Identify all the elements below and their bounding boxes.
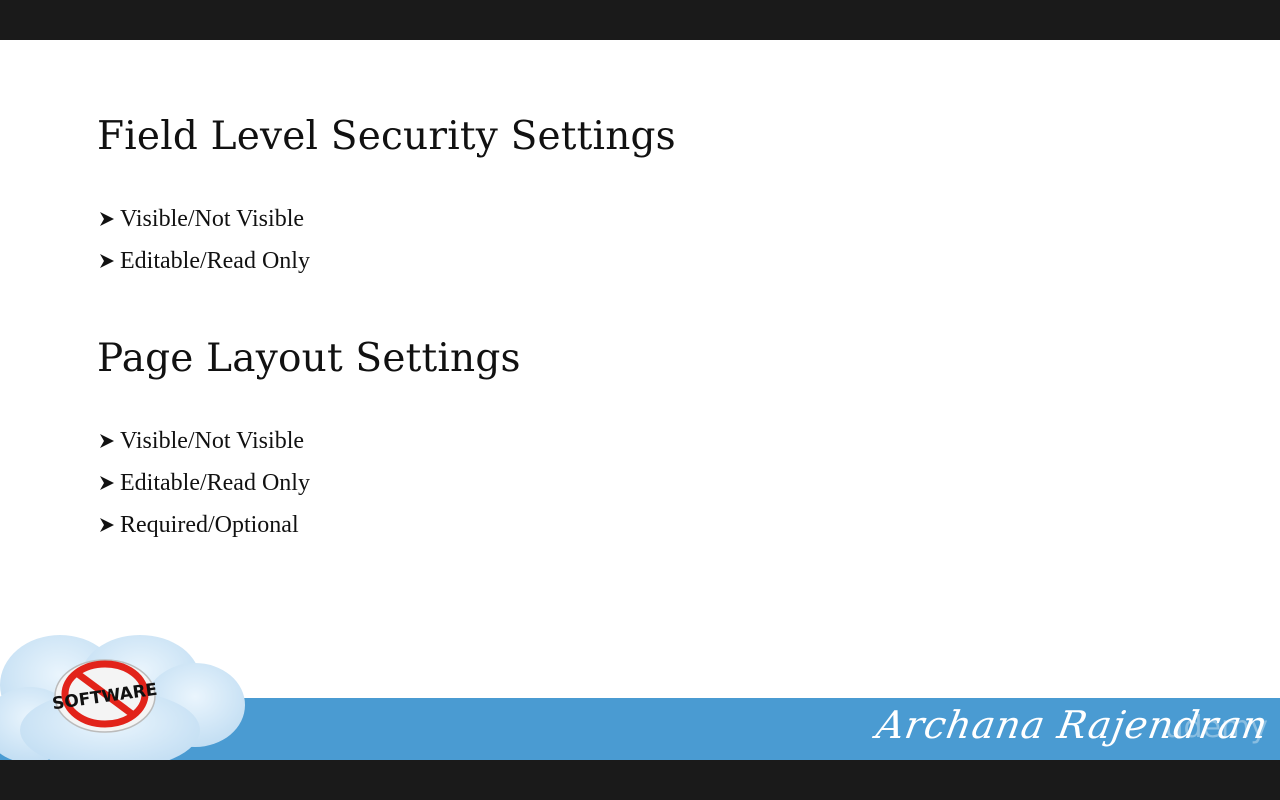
bullet-item: Editable/Read Only [97,240,310,282]
bullet-list-page-layout: Visible/Not Visible Editable/Read Only R… [97,420,310,546]
arrowhead-icon [100,212,114,226]
bullet-text: Editable/Read Only [120,470,310,496]
bullet-text: Visible/Not Visible [120,206,305,232]
arrowhead-icon [100,434,114,448]
no-software-icon: SOFTWARE [51,659,159,733]
arrowhead-icon [100,476,114,490]
bullet-text: Editable/Read Only [120,248,310,274]
arrowhead-icon [100,518,114,532]
bullet-text: Visible/Not Visible [120,428,305,454]
bullet-item: Visible/Not Visible [97,420,310,462]
bullet-item: Visible/Not Visible [97,198,310,240]
author-signature: Archana Rajendran [873,703,1272,747]
watermark: udemy [1164,710,1269,745]
bottom-letterbox [0,760,1280,800]
bullet-text: Required/Optional [120,512,299,538]
bullet-list-field-level-security: Visible/Not Visible Editable/Read Only [97,198,310,282]
bullet-item: Editable/Read Only [97,462,310,504]
bullet-item: Required/Optional [97,504,310,546]
slide: Field Level Security Settings Visible/No… [0,40,1280,760]
section-heading-field-level-security: Field Level Security Settings [97,114,676,159]
arrowhead-icon [100,254,114,268]
top-letterbox [0,0,1280,40]
section-heading-page-layout: Page Layout Settings [97,336,521,381]
